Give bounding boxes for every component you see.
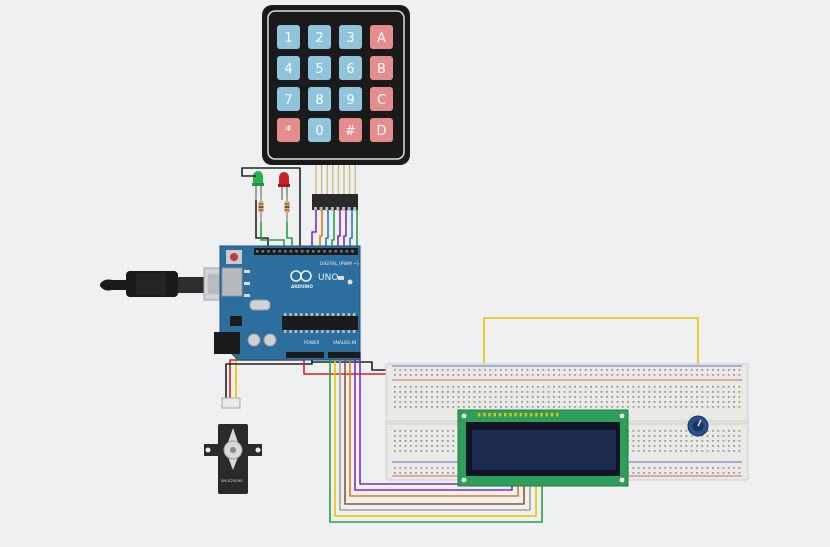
keypad-key-label: 6: [346, 62, 354, 77]
keypad-key-label: D: [376, 124, 386, 139]
keypad-key-1[interactable]: 1: [277, 25, 300, 49]
arduino-logo: ARDUINO: [290, 270, 313, 289]
keypad-key-label: #: [345, 124, 356, 139]
green-led[interactable]: [252, 171, 264, 200]
lcd-16x2-display[interactable]: [457, 409, 629, 487]
keypad-key-label: 1: [284, 31, 292, 46]
keypad-key-9[interactable]: 9: [339, 87, 362, 111]
servo-model-label: SM-S2309S: [221, 478, 243, 483]
keypad[interactable]: 1 2 3 A 4 5 6 B 7 8 9 C * 0 # D: [262, 5, 410, 165]
keypad-key-label: 8: [315, 93, 323, 108]
keypad-key-label: 4: [284, 62, 292, 77]
keypad-key-label: 2: [315, 31, 323, 46]
keypad-key-label: 7: [284, 93, 292, 108]
uno-label: UNO: [318, 273, 338, 283]
digital-label: DIGITAL (PWM ~): [320, 261, 359, 267]
keypad-key-label: 9: [346, 93, 354, 108]
keypad-key-label: C: [377, 93, 386, 108]
atmega-chip: [282, 316, 358, 330]
servo-motor[interactable]: SM-S2309S: [204, 397, 262, 494]
keypad-key-label: A: [377, 31, 386, 46]
arduino-logo-text: ARDUINO: [291, 284, 313, 289]
keypad-key-0[interactable]: 0: [308, 118, 331, 142]
keypad-key-label: *: [285, 124, 292, 139]
keypad-key-hash[interactable]: #: [339, 118, 362, 142]
analog-label: ANALOG IN: [333, 340, 356, 345]
keypad-key-label: B: [377, 62, 386, 77]
keypad-key-star[interactable]: *: [277, 118, 300, 142]
keypad-key-A[interactable]: A: [370, 25, 393, 49]
keypad-key-4[interactable]: 4: [277, 56, 300, 80]
arduino-uno-board[interactable]: DIGITAL (PWM ~) ARDUINO UNO POWER ANALOG…: [214, 245, 361, 361]
keypad-key-8[interactable]: 8: [308, 87, 331, 111]
keypad-key-C[interactable]: C: [370, 87, 393, 111]
power-label: POWER: [304, 340, 320, 345]
keypad-key-label: 3: [346, 31, 354, 46]
resistor-red-led[interactable]: [284, 196, 290, 222]
keypad-ribbon-cable: [312, 165, 358, 211]
keypad-key-label: 0: [315, 124, 323, 139]
keypad-key-6[interactable]: 6: [339, 56, 362, 80]
keypad-key-B[interactable]: B: [370, 56, 393, 80]
resistor-green-led[interactable]: [258, 196, 264, 222]
keypad-key-label: 5: [315, 62, 323, 77]
potentiometer[interactable]: [687, 415, 709, 437]
usb-cable: [100, 267, 231, 301]
keypad-key-5[interactable]: 5: [308, 56, 331, 80]
lcd-screen: [472, 430, 616, 470]
keypad-key-2[interactable]: 2: [308, 25, 331, 49]
red-led[interactable]: [278, 172, 290, 200]
keypad-key-D[interactable]: D: [370, 118, 393, 142]
keypad-key-3[interactable]: 3: [339, 25, 362, 49]
keypad-key-7[interactable]: 7: [277, 87, 300, 111]
